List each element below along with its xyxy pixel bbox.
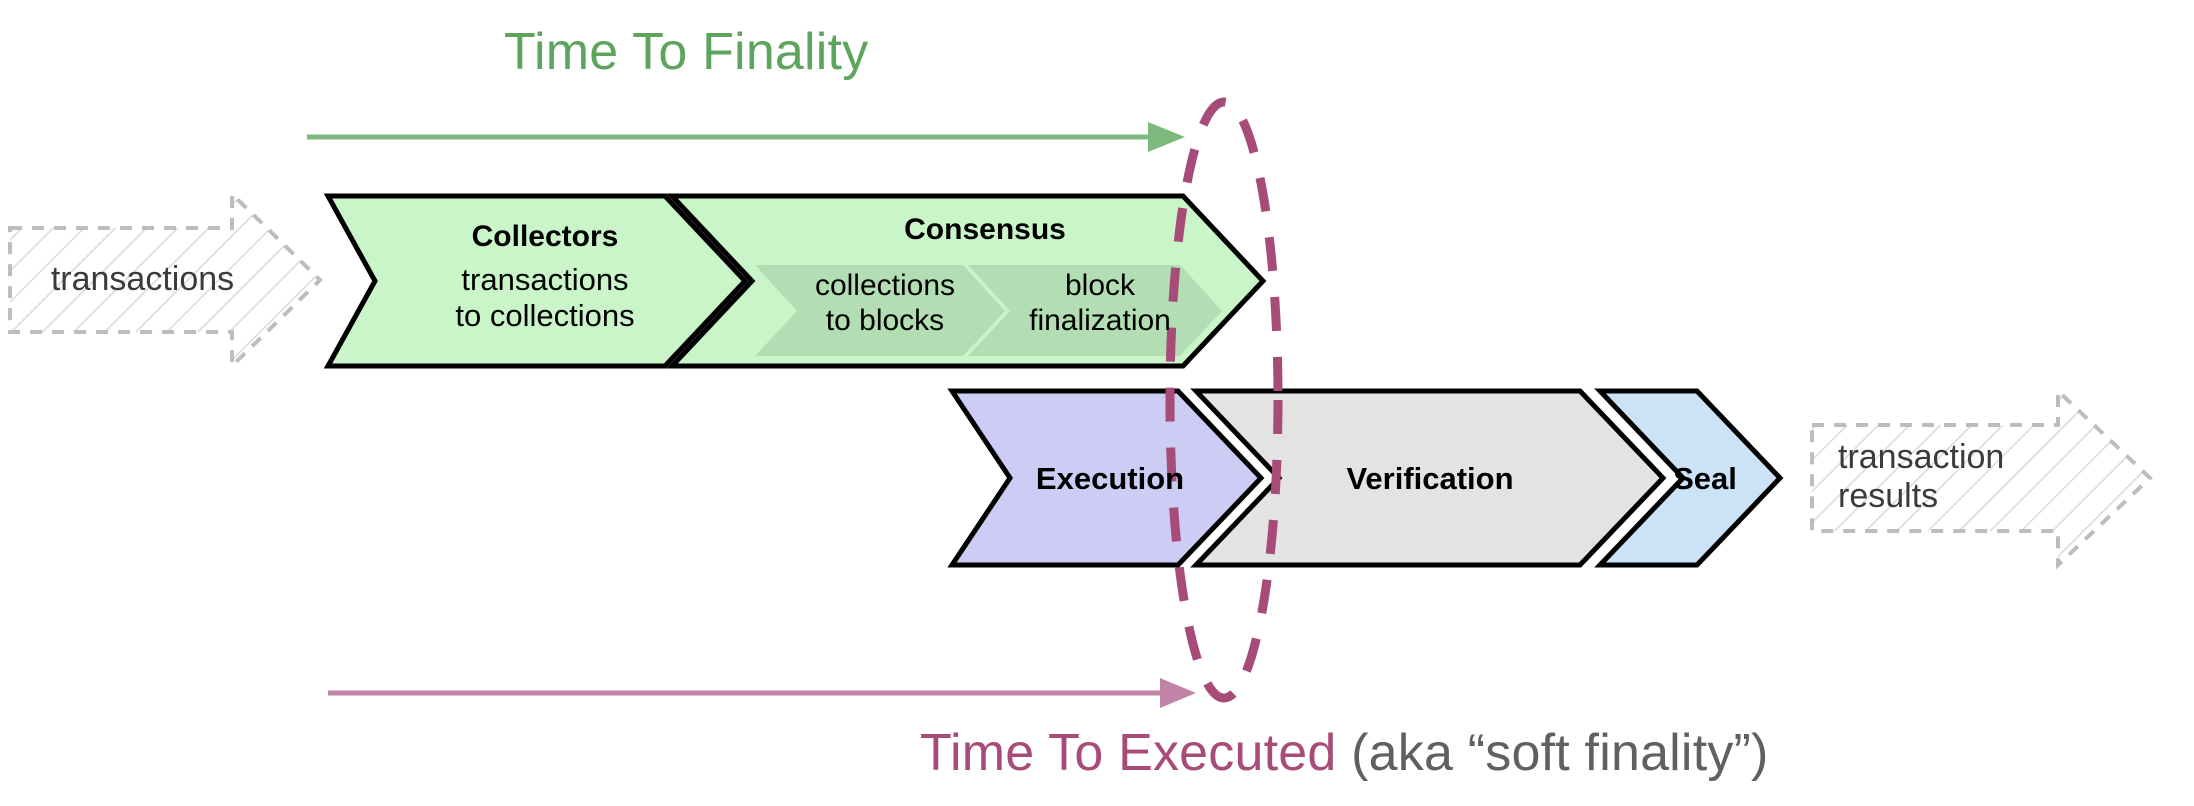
block-finalization-inner-chevron bbox=[968, 265, 1222, 356]
soft-finality-note: (aka “soft finality”) bbox=[1336, 724, 1769, 782]
transaction-results-output-shape bbox=[1810, 386, 2153, 570]
transactions-input-label: transactions bbox=[50, 260, 235, 298]
seal-chevron[interactable] bbox=[1594, 388, 1784, 568]
execution-chevron[interactable] bbox=[947, 388, 1265, 568]
finality-boundary-ellipse bbox=[1165, 97, 1283, 703]
time-to-executed-label: Time To Executed bbox=[920, 724, 1337, 782]
time-to-executed-caption: Time To Executed (aka “soft finality”) bbox=[920, 723, 1769, 783]
verification-chevron[interactable] bbox=[1190, 388, 1667, 568]
transactions-input-shape bbox=[8, 189, 323, 371]
collections-to-blocks-inner-chevron bbox=[755, 265, 1005, 356]
time-to-finality-arrow bbox=[307, 122, 1185, 152]
time-to-executed-arrow bbox=[328, 678, 1196, 708]
time-to-finality-title: Time To Finality bbox=[504, 23, 869, 81]
collectors-chevron[interactable] bbox=[323, 193, 749, 369]
transaction-results-output-label: transaction results bbox=[1838, 438, 2005, 515]
